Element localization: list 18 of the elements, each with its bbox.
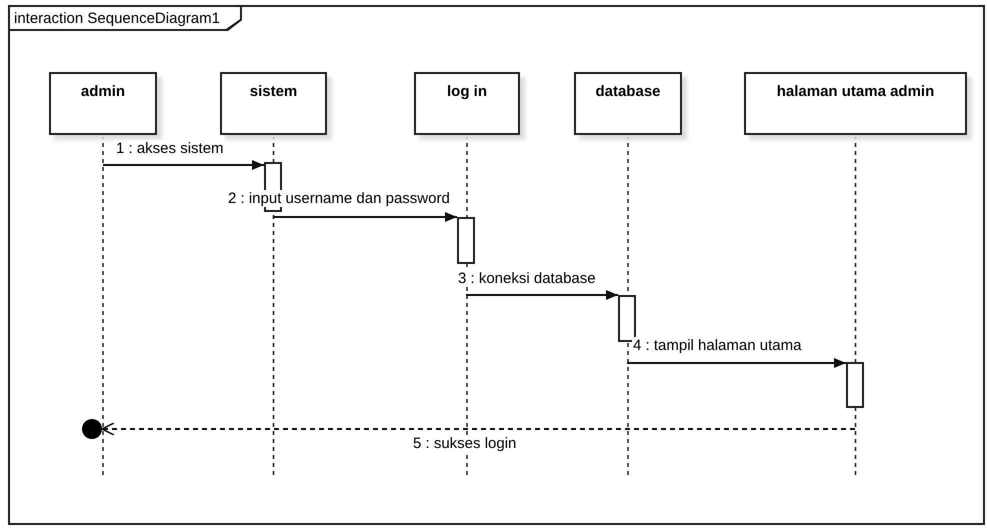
message-label: 2 : input username dan password	[227, 190, 451, 207]
frame	[8, 5, 985, 525]
message-endpoint-dot	[82, 419, 102, 439]
message-arrow	[627, 358, 846, 368]
frame-title: interaction SequenceDiagram1	[10, 7, 242, 31]
message-arrow	[466, 290, 618, 300]
message-label: 4 : tampil halaman utama	[632, 337, 802, 354]
message-arrow	[273, 212, 457, 222]
participant-box: halaman utama admin	[744, 72, 967, 135]
participant-box: sistem	[220, 72, 327, 135]
participant-box: log in	[414, 72, 520, 135]
activation-bar	[846, 362, 864, 408]
message-label: 5 : sukses login	[412, 435, 518, 452]
activation-bar	[457, 217, 475, 264]
return-message-arrow	[101, 422, 855, 436]
participant-box: database	[574, 72, 682, 135]
message-arrow	[103, 160, 264, 170]
participant-box: admin	[49, 72, 157, 135]
